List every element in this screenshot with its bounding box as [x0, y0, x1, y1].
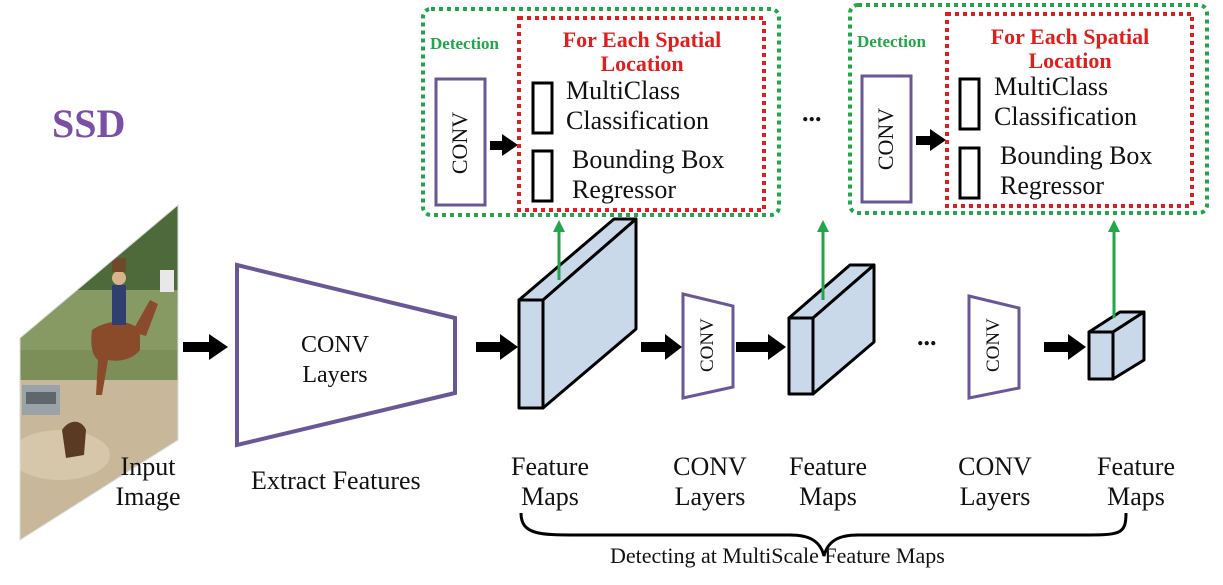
- arrow-head1-conv-to-location: [490, 134, 518, 156]
- detection-head-1: [421, 7, 781, 217]
- extract-features-caption: Extract Features: [251, 466, 421, 495]
- extractor-label-line-1: CONV: [300, 332, 369, 358]
- feature-maps-3-line-2: Maps: [1107, 482, 1165, 511]
- upward-arrows: [553, 220, 1120, 318]
- location-border-2: [945, 12, 1194, 208]
- feature-map-3: [1087, 310, 1146, 381]
- feature-maps-3-line-1: Feature: [1097, 452, 1175, 481]
- regressor-2-line-1: Bounding Box: [1000, 141, 1153, 170]
- head-conv-label-1: CONV: [447, 111, 472, 175]
- conv-layers-1-line-2: Layers: [674, 482, 746, 511]
- heads-ellipsis: ...: [802, 98, 822, 127]
- classification-label-1: MultiClass Classification: [566, 76, 709, 136]
- extractor-trapezoid: [235, 262, 457, 448]
- feature-maps-label-1: Feature Maps: [500, 452, 600, 512]
- conv-layers-1-line-1: CONV: [673, 452, 747, 481]
- arrow-input-to-extractor: [183, 334, 228, 360]
- location-title-2: For Each Spatial Location: [950, 25, 1190, 73]
- classification-label-2: MultiClass Classification: [994, 72, 1137, 132]
- input-label-line-1: Input: [120, 452, 176, 481]
- arrow-conv-to-feature3: [1044, 334, 1086, 360]
- feature-maps-label-2: Feature Maps: [778, 452, 878, 512]
- arrow-extractor-to-features: [476, 334, 518, 360]
- regressor-1-line-2: Regressor: [572, 175, 676, 204]
- regressor-2-line-2: Regressor: [1000, 171, 1104, 200]
- detection-border-2: [848, 3, 1209, 215]
- location-title-1: For Each Spatial Location: [522, 28, 762, 76]
- location-border-1: [517, 16, 766, 212]
- location-title-1-line-2: Location: [600, 51, 684, 76]
- conv-trapezoid-1: [681, 292, 735, 400]
- detection-head-2: [848, 3, 1209, 215]
- extractor-label: CONV Layers: [288, 330, 382, 390]
- arrow-conv-to-feature2: [736, 334, 786, 360]
- regressor-label-2: Bounding Box Regressor: [1000, 141, 1152, 201]
- regressor-label-1: Bounding Box Regressor: [572, 145, 724, 205]
- feature-map-1: [517, 217, 638, 410]
- feature-map-2: [787, 263, 876, 396]
- feature-maps-2-line-1: Feature: [789, 452, 867, 481]
- classification-1-line-2: Classification: [566, 106, 709, 135]
- classification-bar-1: [531, 81, 554, 135]
- conv-trapezoid-1-label: CONV: [697, 318, 718, 372]
- input-label-line-2: Image: [115, 482, 181, 511]
- conv-layers-label-1: CONV Layers: [662, 452, 758, 512]
- diagram-title: SSD: [52, 101, 126, 146]
- regressor-bar-1: [531, 149, 554, 203]
- conv-layers-2-line-1: CONV: [958, 452, 1032, 481]
- conv-trapezoid-2-label: CONV: [983, 318, 1004, 372]
- location-title-1-line-1: For Each Spatial: [562, 27, 722, 52]
- location-title-2-line-1: For Each Spatial: [990, 24, 1150, 49]
- conv-layers-2-line-2: Layers: [959, 482, 1031, 511]
- regressor-bar-2: [958, 146, 981, 200]
- arrow-head2-conv-to-location: [916, 129, 946, 151]
- feature-maps-2-line-2: Maps: [799, 482, 857, 511]
- detection-label-2: Detection: [857, 32, 926, 51]
- bottom-caption: Detecting at MultiScale Feature Maps: [610, 543, 945, 568]
- extractor-label-line-2: Layers: [302, 362, 368, 388]
- arrow-feature1-to-conv: [641, 334, 682, 360]
- classification-2-line-2: Classification: [994, 102, 1137, 131]
- classification-2-line-1: MultiClass: [994, 72, 1109, 101]
- arrows: [183, 129, 1086, 360]
- regressor-1-line-1: Bounding Box: [572, 145, 725, 174]
- bottom-brace: [519, 512, 1128, 557]
- conv-trapezoid-2: [967, 294, 1021, 400]
- input-image-label: Input Image: [100, 452, 196, 512]
- pipeline-ellipsis: ...: [917, 322, 937, 351]
- classification-1-line-1: MultiClass: [566, 76, 681, 105]
- detection-border-1: [421, 7, 781, 217]
- location-title-2-line-2: Location: [1028, 48, 1112, 73]
- feature-maps-1-line-1: Feature: [511, 452, 589, 481]
- classification-bar-2: [958, 77, 981, 131]
- feature-maps-1-line-2: Maps: [521, 482, 579, 511]
- feature-maps-label-3: Feature Maps: [1086, 452, 1186, 512]
- head-conv-label-2: CONV: [873, 107, 898, 171]
- head-conv-box-1: [434, 77, 487, 207]
- conv-layers-label-2: CONV Layers: [947, 452, 1043, 512]
- head-conv-box-2: [860, 74, 913, 204]
- detection-label-1: Detection: [430, 34, 499, 53]
